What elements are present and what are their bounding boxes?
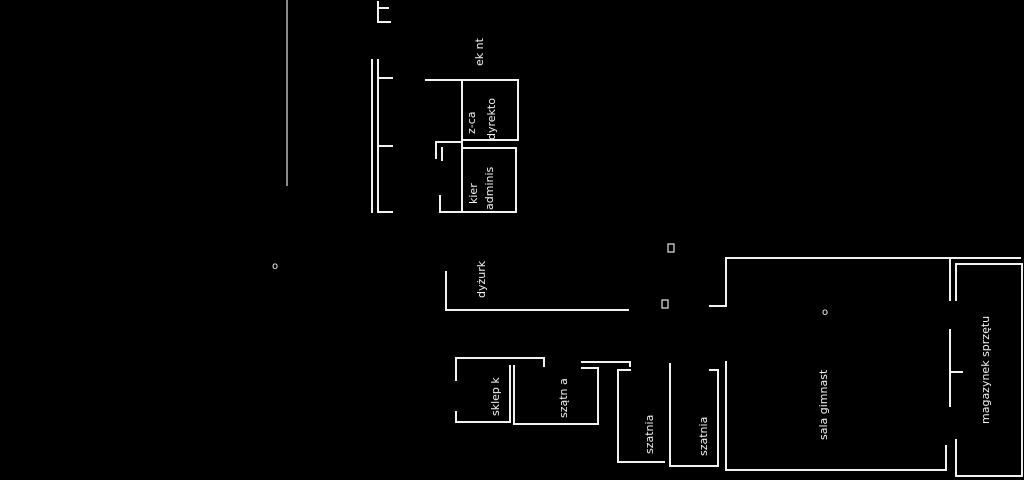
room-label-szatnia-1: szatnia: [643, 414, 656, 454]
room-label-zca-1: z-ca: [465, 111, 478, 134]
room-label-zca-2: dyrekto: [485, 98, 498, 140]
wall-sklepik: [455, 357, 545, 423]
room-label-ekonom: ek nt: [473, 38, 486, 66]
room-label-dyzurka: dyżurk: [475, 260, 488, 298]
wall-dyzurka: [445, 271, 629, 311]
room-label-szatnia-a: szątn a: [557, 378, 570, 418]
wall-top-bracket: [377, 1, 391, 23]
room-label-magazynek: magazynek sprzętu: [979, 315, 992, 424]
room-label-sala-gimnastyczna: sala gimnast: [817, 369, 830, 440]
door-mark-2: [661, 299, 669, 309]
wall-szatnia-a: [513, 361, 631, 425]
room-label-kier-2: adminis: [483, 166, 496, 210]
room-label-kier-1: kier: [467, 183, 480, 204]
wall-sala-gimnastyczna: [709, 257, 1021, 471]
room-label-szatnia-2: szatnia: [697, 416, 710, 456]
door-mark-1: [667, 243, 675, 253]
wall-kier-room: [435, 141, 517, 213]
wall-magazynek: [949, 263, 1023, 477]
mark-1: o: [272, 261, 279, 272]
mark-2: o: [822, 307, 829, 318]
wall-szatnia-2: [669, 363, 719, 467]
room-label-sklepik: sklep k: [489, 377, 502, 416]
wall-zca-room: [425, 79, 519, 141]
wall-szatnia-1: [617, 369, 665, 463]
wall-office-block: [371, 59, 393, 213]
